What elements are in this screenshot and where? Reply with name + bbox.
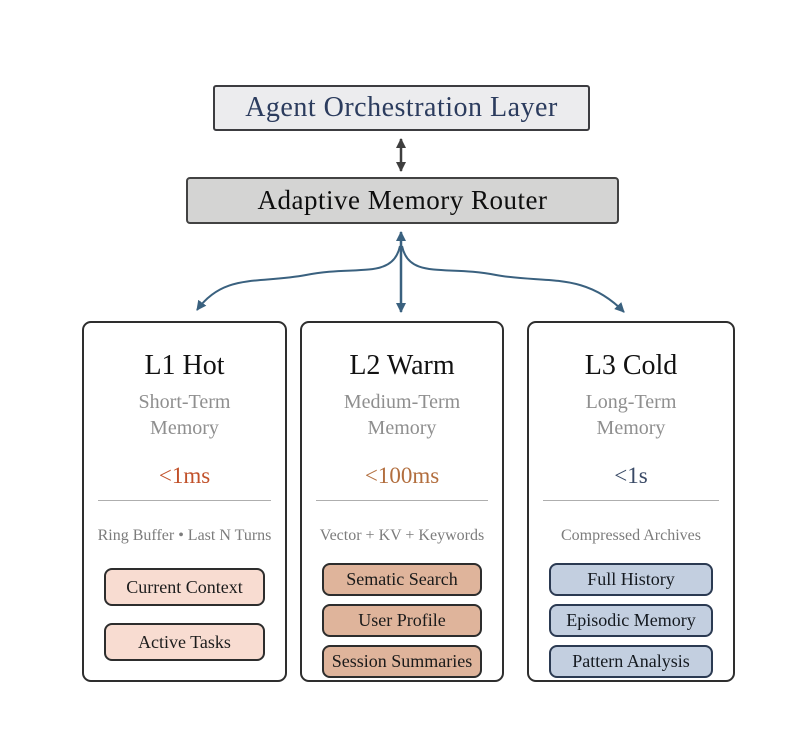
arrow-router-l3	[401, 245, 625, 313]
tier-l2-subtitle: Medium-Term Memory	[343, 391, 461, 439]
tier-l3-title: L3 Cold	[584, 350, 678, 381]
tier-l1-divider	[98, 500, 271, 501]
tier-l3-spec: Compressed Archives	[561, 527, 701, 544]
agent-orchestration-layer-box: Agent Orchestration Layer	[213, 85, 590, 131]
tier-l1-spec: Ring Buffer • Last N Turns	[97, 527, 272, 544]
pill-episodic-memory: Episodic Memory	[549, 604, 713, 637]
tier-l1-hot: L1 Hot Short-Term Memory <1ms Ring Buffe…	[82, 321, 287, 682]
arrow-router-l1	[196, 245, 401, 311]
pill-session-summaries: Session Summaries	[322, 645, 482, 678]
tier-l3-subtitle: Long-Term Memory	[585, 391, 677, 439]
tier-l1-title: L1 Hot	[144, 350, 225, 381]
tier-l1-pill-list: Current Context Active Tasks	[84, 568, 285, 661]
tier-l2-warm: L2 Warm Medium-Term Memory <100ms Vector…	[300, 321, 504, 682]
pill-user-profile: User Profile	[322, 604, 482, 637]
tier-l2-divider	[316, 500, 488, 501]
tier-l2-title: L2 Warm	[349, 350, 455, 381]
tier-l3-pill-list: Full History Episodic Memory Pattern Ana…	[529, 563, 733, 678]
adaptive-memory-router-box: Adaptive Memory Router	[186, 177, 619, 224]
pill-sematic-search: Sematic Search	[322, 563, 482, 596]
pill-pattern-analysis: Pattern Analysis	[549, 645, 713, 678]
pill-active-tasks: Active Tasks	[104, 623, 265, 661]
pill-current-context: Current Context	[104, 568, 265, 606]
tier-l2-latency: <100ms	[364, 463, 440, 488]
pill-full-history: Full History	[549, 563, 713, 596]
adaptive-memory-router-label: Adaptive Memory Router	[257, 185, 548, 215]
tier-l3-divider	[543, 500, 719, 501]
tier-l3-latency: <1s	[614, 463, 648, 488]
tier-l2-spec: Vector + KV + Keywords	[319, 527, 485, 544]
tier-l1-subtitle: Short-Term Memory	[138, 391, 231, 439]
agent-orchestration-layer-label: Agent Orchestration Layer	[245, 92, 558, 123]
tier-l3-cold: L3 Cold Long-Term Memory <1s Compressed …	[527, 321, 735, 682]
tier-l1-latency: <1ms	[158, 463, 211, 488]
tier-l2-pill-list: Sematic Search User Profile Session Summ…	[302, 563, 502, 678]
